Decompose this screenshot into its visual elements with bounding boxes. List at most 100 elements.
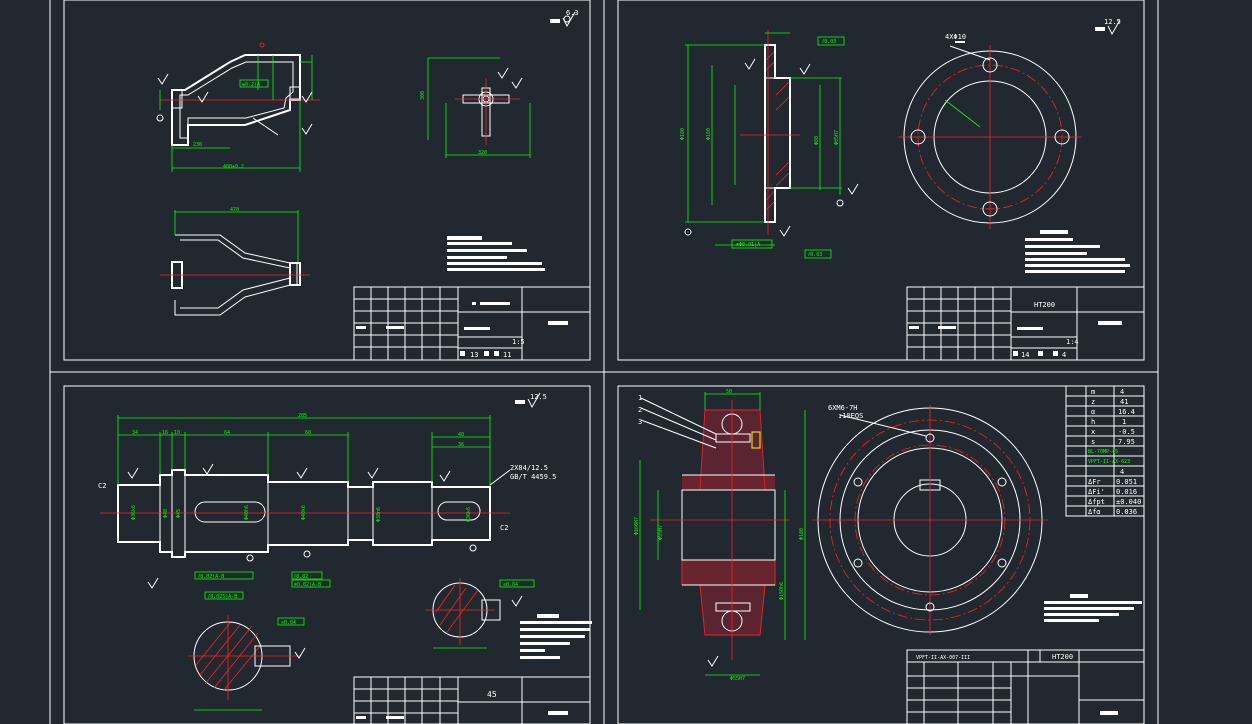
svg-text:⫽0.025|A-B: ⫽0.025|A-B: [207, 594, 237, 600]
d4-title-grid: [907, 662, 1079, 724]
d1-sheet-no-1: 13: [470, 351, 478, 359]
d3-length: 285: [298, 413, 307, 419]
svg-text:Φ160: Φ160: [706, 128, 712, 140]
svg-text:≡0.04: ≡0.04: [281, 620, 296, 626]
d3-chamfer-right: C2: [500, 524, 508, 532]
svg-text:1: 1: [638, 394, 642, 402]
d1-sheet-no-2: 11: [503, 351, 511, 359]
param-value: VPFT-II-AX-623: [1088, 459, 1130, 465]
param-label: α: [1091, 408, 1095, 416]
param-value: BL-70MP-45: [1088, 449, 1118, 455]
param-value: 16.4: [1118, 408, 1135, 416]
d3-material: 45: [487, 690, 497, 699]
d4-bolt-holes: [853, 433, 1007, 612]
d2-material: HT200: [1034, 301, 1055, 309]
d3-section-hatch-1: [195, 622, 261, 691]
svg-text:⫽0.03: ⫽0.03: [807, 252, 822, 258]
d2-title-grid: [907, 287, 1011, 360]
svg-text:Φ45: Φ45: [176, 509, 182, 518]
d4-param-table: m 4 z 41 α 16.4 h 1 x -0.5 s 7.95 BL-70M…: [1088, 388, 1141, 516]
d1-roughness: 6.3: [566, 9, 579, 17]
d3-title-grid: [354, 677, 458, 724]
svg-text:Φ180: Φ180: [799, 528, 805, 540]
d3-roughness: 12.5: [530, 393, 547, 401]
d4-param-rows: [1066, 395, 1144, 507]
d2-hatch: [765, 51, 790, 211]
param-value: 0.016: [1116, 488, 1137, 496]
d1-dim-height: 300: [420, 91, 426, 100]
d2-sheet-no-2: 4: [1062, 351, 1066, 359]
d1-dim-a: 230: [193, 142, 202, 148]
svg-text:40: 40: [458, 432, 464, 438]
param-label: m: [1091, 388, 1095, 396]
param-value: 41: [1120, 398, 1128, 406]
drawing-4-worm-wheel: 1 2 3 50 Φ160H7 Φ55H7 Φ180 Φ150h6 Φ55H7: [634, 385, 1145, 724]
param-value: 4: [1120, 468, 1124, 476]
svg-text:10: 10: [174, 430, 180, 436]
svg-text:Φ85H7: Φ85H7: [834, 130, 840, 145]
d1-scale: 1:5: [512, 338, 525, 346]
d1-dim-front: 470: [230, 207, 239, 213]
param-label: z: [1091, 398, 1095, 406]
d3-chamfer-left: C2: [98, 482, 106, 490]
d4-thread-depth: ↧10EQS: [838, 412, 863, 420]
svg-text:⊕0.2|A: ⊕0.2|A: [242, 82, 260, 88]
svg-text:50: 50: [726, 389, 732, 395]
svg-text:Φ36k6: Φ36k6: [466, 507, 472, 522]
d2-scale: 1:4: [1066, 338, 1079, 346]
param-value: 4: [1120, 388, 1124, 396]
svg-text:36: 36: [458, 442, 464, 448]
svg-text:64: 64: [224, 430, 230, 436]
d2-hole-spec: 4XΦ10: [945, 33, 966, 41]
d1-title-grid: [354, 287, 458, 360]
svg-text:34: 34: [132, 430, 138, 436]
d3-spline-spec: 2X84/12.5: [510, 464, 548, 472]
d1-dim-total: 480±0.2: [223, 164, 244, 170]
svg-text:3: 3: [638, 418, 642, 426]
d1-dim-side: 320: [478, 150, 487, 156]
param-label: ΔFi': [1088, 488, 1105, 496]
d4-material: HT200: [1052, 653, 1073, 661]
svg-text:Φ48: Φ48: [163, 509, 169, 518]
param-value: 0.036: [1116, 508, 1137, 516]
svg-text:⫽0.02: ⫽0.02: [293, 574, 308, 580]
svg-text:Φ38n6: Φ38n6: [376, 507, 382, 522]
svg-text:⊚0.02|A-B: ⊚0.02|A-B: [294, 582, 321, 588]
svg-text:Φ40k6: Φ40k6: [301, 505, 307, 520]
svg-text:Φ40h6: Φ40h6: [244, 505, 250, 520]
param-value: 7.95: [1118, 438, 1135, 446]
svg-text:Φ80: Φ80: [814, 136, 820, 145]
drawing-1-bracket: 6.3 230 480±0.2 ⊕0.2|A: [156, 9, 591, 361]
svg-text:60: 60: [305, 430, 311, 436]
svg-text:Φ55H7: Φ55H7: [658, 525, 664, 540]
d4-thread-spec: 6XM6-7H: [828, 404, 858, 412]
svg-text:Φ36k6: Φ36k6: [131, 505, 137, 520]
d2-sheet-no-1: 14: [1021, 351, 1029, 359]
svg-text:⫽0.02|A-B: ⫽0.02|A-B: [197, 574, 224, 580]
svg-text:⫽0.03: ⫽0.03: [821, 39, 836, 45]
svg-text:Φ55H7: Φ55H7: [730, 676, 745, 682]
param-value: 1: [1122, 418, 1126, 426]
drawing-3-shaft: 12.5 285 34 16 10 64 60 40 36 Φ36k6: [98, 392, 592, 724]
svg-text:≡0.04: ≡0.04: [503, 582, 518, 588]
svg-text:2: 2: [638, 406, 642, 414]
param-value: 0.051: [1116, 478, 1137, 486]
param-label: Δfα: [1088, 508, 1101, 516]
svg-text:Φ150h6: Φ150h6: [779, 582, 785, 600]
d3-spline-std: GB/T 4459.5: [510, 473, 556, 481]
param-label: h: [1091, 418, 1095, 426]
d3-section-hatch-2: [435, 584, 479, 633]
d4-section-hatch: [682, 410, 775, 635]
param-value: ±0.040: [1116, 498, 1141, 506]
param-label: ΔFr: [1088, 478, 1101, 486]
svg-text:16: 16: [162, 430, 168, 436]
d2-roughness: 12.5: [1104, 18, 1121, 26]
svg-text:Φ160H7: Φ160H7: [634, 517, 640, 535]
param-label: Δfpt: [1088, 498, 1105, 506]
param-label: s: [1091, 438, 1095, 446]
sheet-frames: [49, 0, 1159, 724]
drawing-2-flange: 12.5 Φ180 Φ160: [680, 18, 1145, 361]
d4-doc-code: VPFT-II-AX-007-III: [916, 655, 970, 661]
param-label: x: [1091, 428, 1095, 436]
